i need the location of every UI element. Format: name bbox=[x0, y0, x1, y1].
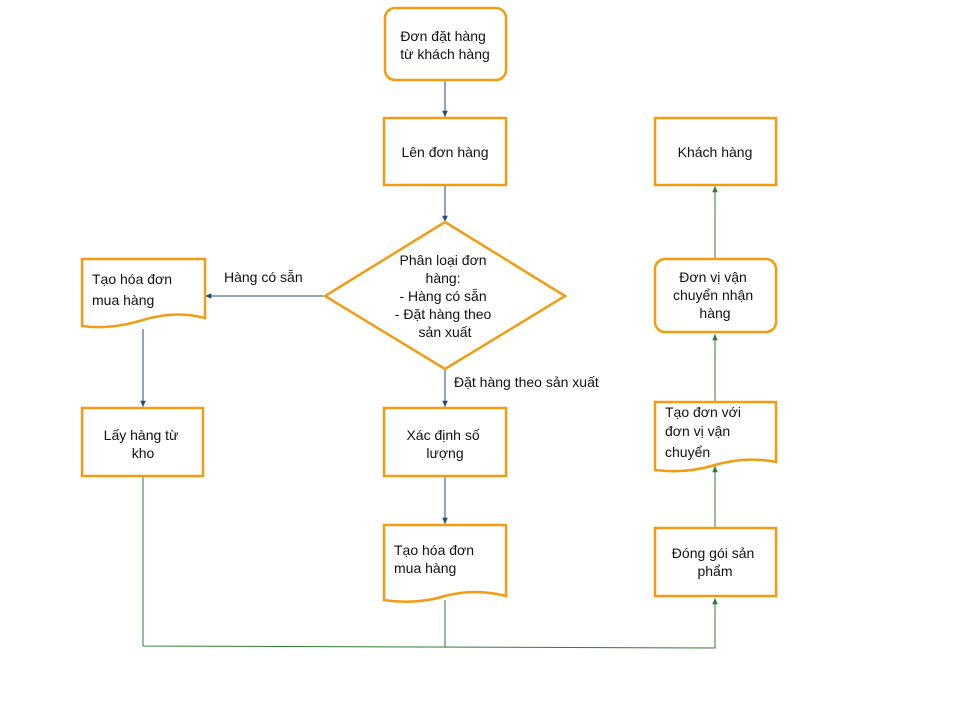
order-source-node bbox=[383, 6, 508, 82]
invoice-production-label: Tạo hóa đơn mua hàng bbox=[394, 542, 478, 576]
classify-decision-label: Phân loại đơn hàng: - Hàng có sẵn - Đặt … bbox=[395, 252, 495, 340]
package-label: Đóng gói sản phẩm bbox=[672, 545, 758, 579]
order-source-label: Đơn đặt hàng từ khách hàng bbox=[400, 28, 490, 62]
shipping-order-node bbox=[653, 400, 778, 473]
customer-node bbox=[653, 116, 778, 187]
carrier-receive-label: Đơn vị vận chuyển nhận hàng bbox=[673, 269, 757, 321]
invoice-production-node bbox=[382, 523, 508, 604]
merge-line-to-packaging bbox=[142, 476, 718, 649]
package-node bbox=[653, 526, 778, 598]
edge-label-make-to-order: Đặt hàng theo sản xuất bbox=[454, 374, 599, 390]
pick-stock-node bbox=[80, 406, 205, 478]
determine-quantity-node bbox=[382, 406, 508, 478]
carrier-receive-node bbox=[653, 257, 778, 334]
invoice-stock-node bbox=[80, 257, 207, 329]
classify-decision-node bbox=[322, 220, 568, 371]
edge-label-in-stock: Hàng có sẵn bbox=[224, 269, 303, 285]
invoice-stock-label: Tạo hóa đơn mua hàng bbox=[92, 271, 176, 308]
customer-label: Khách hàng bbox=[678, 144, 753, 160]
create-order-label: Lên đơn hàng bbox=[401, 144, 488, 160]
create-order-node bbox=[382, 116, 508, 187]
pick-stock-label: Lấy hàng từ kho bbox=[104, 427, 183, 461]
determine-quantity-label: Xác định số lượng bbox=[406, 427, 483, 461]
shipping-order-label: Tạo đơn với đơn vị vận chuyển bbox=[665, 404, 745, 460]
